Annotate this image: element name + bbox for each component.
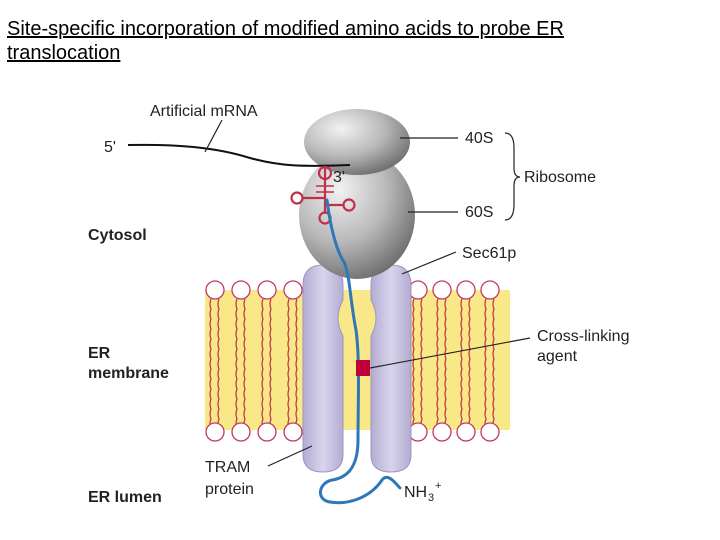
sec61p-label: Sec61p (462, 245, 516, 262)
crosslinking-agent-mark (356, 360, 370, 376)
er-membrane-label-line1: ER (88, 345, 111, 362)
lipid-tail (492, 298, 495, 430)
er-lumen-label: ER lumen (88, 489, 162, 506)
lipid-head (205, 422, 225, 442)
lipid-tail (209, 298, 212, 430)
lipid-tail (235, 298, 238, 430)
lipid-head (480, 422, 500, 442)
svg-text:NH: NH (404, 484, 427, 501)
sec61p-channel (370, 264, 412, 473)
60s-label: 60S (465, 204, 493, 221)
tram-label-line2: protein (205, 481, 254, 498)
lipid-head (257, 422, 277, 442)
er-membrane-label-line2: membrane (88, 365, 169, 382)
ribosome-60s (299, 151, 415, 279)
lipid-tail (269, 298, 272, 430)
nascent-polypeptide (319, 198, 402, 505)
lipid-head (480, 280, 500, 300)
artificial-mrna-label: Artificial mRNA (150, 103, 258, 120)
lipid-head (231, 280, 251, 300)
lipid-heads (205, 280, 500, 442)
lipid-tail (261, 298, 264, 430)
lipid-head (257, 280, 277, 300)
lipid-head (283, 422, 303, 442)
three-prime-label: 3' (333, 169, 345, 186)
ribosome-label: Ribosome (524, 169, 596, 186)
five-prime-label: 5' (104, 139, 116, 156)
lipid-head (408, 422, 428, 442)
lipid-tail (436, 298, 439, 430)
lipid-tail (460, 298, 463, 430)
lipid-head (456, 422, 476, 442)
mrna-strand (127, 143, 351, 167)
svg-text:3: 3 (428, 492, 434, 504)
crosslinking-agent-label-line1: Cross-linking (537, 328, 629, 345)
lipid-tail (412, 298, 415, 430)
lipid-head (432, 422, 452, 442)
slide-title: Site-specific incorporation of modified … (7, 18, 564, 64)
crosslinking-agent-label-line2: agent (537, 348, 578, 365)
lipid-head (283, 280, 303, 300)
lipid-tail (468, 298, 471, 430)
tram-label-line1: TRAM (205, 459, 250, 476)
lipid-tail (243, 298, 246, 430)
lipid-tail (287, 298, 290, 430)
lipid-tail (217, 298, 220, 430)
ribosome-40s (304, 109, 410, 175)
lipid-tail (295, 298, 298, 430)
tram-protein (302, 264, 344, 473)
lipid-tail (420, 298, 423, 430)
lipid-tails (209, 298, 495, 430)
svg-text:+: + (435, 480, 441, 492)
lipid-head (231, 422, 251, 442)
lipid-tail (444, 298, 447, 430)
ribosome (299, 109, 415, 279)
lipid-head (408, 280, 428, 300)
lipid-head (432, 280, 452, 300)
translocon (302, 264, 412, 473)
lipid-head (456, 280, 476, 300)
lipid-head (205, 280, 225, 300)
lipid-tail (484, 298, 487, 430)
nh3-label: NH 3 + (404, 480, 441, 504)
cytosol-label: Cytosol (88, 227, 147, 244)
40s-label: 40S (465, 130, 493, 147)
leader-lines (204, 119, 531, 467)
trna (290, 165, 356, 225)
